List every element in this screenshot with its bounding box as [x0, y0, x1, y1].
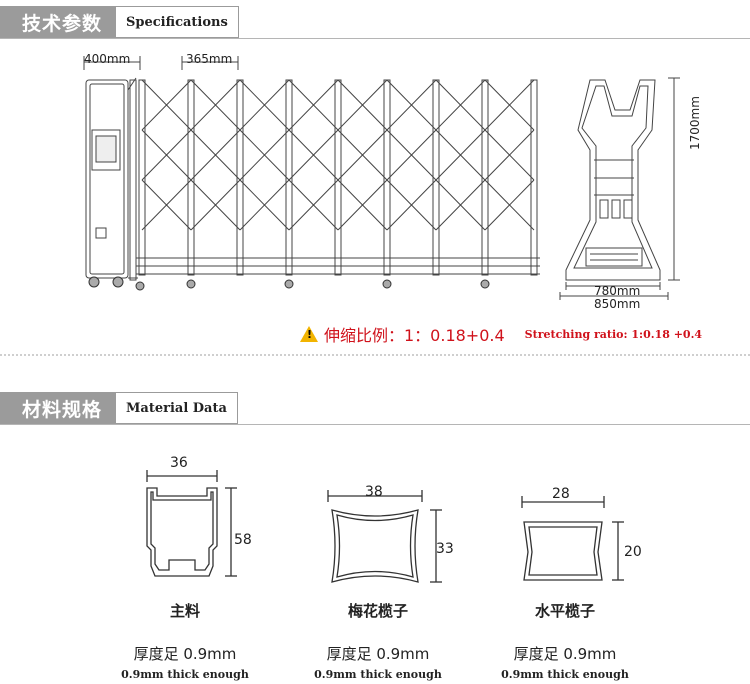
profile-plum-name: 梅花榄子	[347, 602, 408, 620]
scissor-link	[288, 79, 339, 131]
section-title-cn: 材料规格	[0, 392, 117, 424]
scissor-link	[435, 129, 486, 181]
scissor-link	[386, 179, 437, 231]
profile-main-name: 主料	[169, 602, 200, 620]
section-header-specifications: 技术参数 Specifications	[0, 6, 239, 38]
scissor-link	[435, 179, 486, 231]
profile-plum-drawing	[327, 490, 442, 583]
gate-side-view-drawing	[559, 77, 680, 300]
divider	[0, 38, 750, 39]
profile-plum-height: 33	[436, 541, 454, 557]
dimension-label-head: 400mm	[84, 52, 131, 66]
scissor-link	[239, 129, 290, 181]
scissor-link	[337, 79, 388, 131]
profile-main-drawing	[146, 470, 237, 577]
scissor-link	[337, 179, 388, 231]
gate-front-view-drawing	[83, 56, 540, 291]
profile-plum-width: 38	[365, 484, 383, 500]
dimension-label-height: 1700mm	[688, 96, 702, 150]
scissor-link	[190, 129, 241, 181]
section-header-material: 材料规格 Material Data	[0, 392, 238, 424]
scissor-link	[435, 79, 486, 131]
profile-plum-thickness-cn: 厚度足 0.9mm	[326, 645, 430, 663]
stretch-ratio-note: ! 伸缩比例：1：0.18+0.4 Stretching ratio: 1:0.…	[300, 322, 702, 346]
profile-horizontal-drawing	[521, 496, 624, 581]
scissor-link	[141, 179, 192, 231]
gate-wheel	[284, 279, 294, 289]
gate-wheel	[382, 279, 392, 289]
dimension-label-inner-width: 780mm	[594, 284, 641, 298]
scissor-link	[386, 79, 437, 131]
profile-horizontal-thickness-en: 0.9mm thick enough	[501, 668, 629, 681]
profile-main-width: 36	[170, 455, 188, 471]
profile-main-caption: 主料 厚度足 0.9mm 0.9mm thick enough	[105, 600, 265, 681]
gate-wheel	[480, 279, 490, 289]
scissor-link	[141, 79, 192, 131]
scissor-link	[239, 179, 290, 231]
scissor-link	[288, 179, 339, 231]
gate-wheel	[186, 279, 196, 289]
scissor-link	[484, 79, 535, 131]
scissor-link	[337, 129, 388, 181]
profile-main-height: 58	[234, 532, 252, 548]
section-title-cn: 技术参数	[0, 6, 117, 38]
profile-horizontal-width: 28	[552, 486, 570, 502]
stretch-ratio-en: Stretching ratio: 1:0.18 +0.4	[524, 327, 703, 341]
scissor-link	[288, 129, 339, 181]
section-title-en: Material Data	[116, 392, 238, 424]
profile-horizontal-name: 水平榄子	[534, 602, 595, 620]
profile-main-thickness-cn: 厚度足 0.9mm	[133, 645, 237, 663]
scissor-link	[141, 129, 192, 181]
dotted-divider	[0, 354, 750, 356]
stretch-ratio-cn: 伸缩比例：1：0.18+0.4	[324, 326, 505, 345]
scissor-link	[239, 79, 290, 131]
scissor-link	[484, 179, 535, 231]
scissor-link	[190, 79, 241, 131]
divider	[0, 424, 750, 425]
profile-horizontal-height: 20	[624, 544, 642, 560]
scissor-link	[190, 179, 241, 231]
profile-main-thickness-en: 0.9mm thick enough	[121, 668, 249, 681]
warning-triangle-icon: !	[300, 326, 318, 342]
profile-horizontal-thickness-cn: 厚度足 0.9mm	[513, 645, 617, 663]
section-title-en: Specifications	[116, 6, 239, 38]
scissor-link	[386, 129, 437, 181]
gate-post	[530, 79, 538, 276]
profile-horizontal-caption: 水平榄子 厚度足 0.9mm 0.9mm thick enough	[485, 600, 645, 681]
scissor-link	[484, 129, 535, 181]
profile-plum-thickness-en: 0.9mm thick enough	[314, 668, 442, 681]
dimension-label-pitch: 365mm	[186, 52, 233, 66]
profile-plum-caption: 梅花榄子 厚度足 0.9mm 0.9mm thick enough	[298, 600, 458, 681]
dimension-label-outer-width: 850mm	[594, 297, 641, 311]
